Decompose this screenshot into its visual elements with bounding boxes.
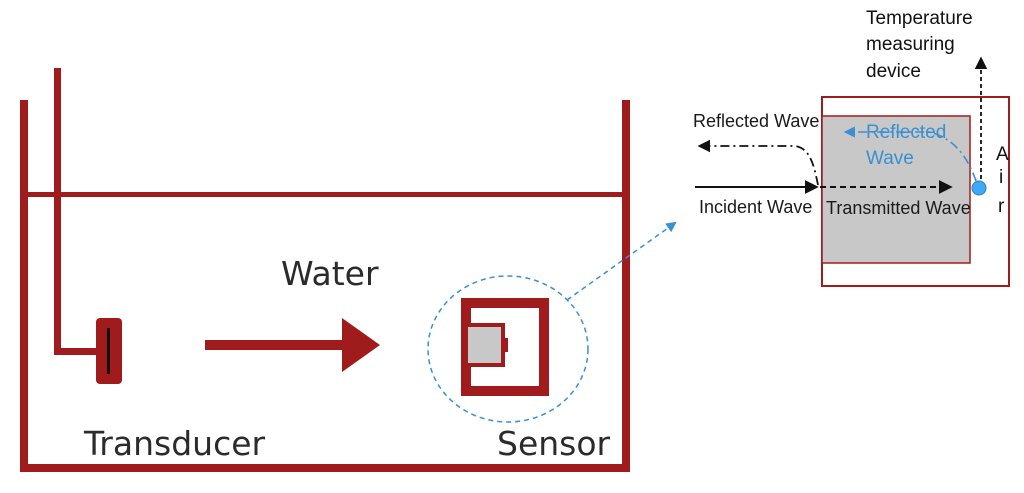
tank-bottom <box>20 464 630 472</box>
sensor-tip <box>503 338 508 352</box>
temperature-device-label-line2: measuring <box>866 34 955 55</box>
transducer-mount <box>54 68 100 355</box>
sensor-zoom-circle <box>427 275 589 423</box>
water-tank <box>20 100 630 472</box>
propagation-arrow-head <box>342 318 380 372</box>
tank-right-wall <box>622 100 630 472</box>
temperature-device-label-line1: Temperature <box>866 8 973 29</box>
sensor <box>461 298 549 396</box>
reflected-wave-inner-arrow <box>843 126 977 182</box>
air-label-a: A <box>996 144 1009 165</box>
transmitted-wave-label: Transmitted Wave <box>826 198 971 218</box>
transducer-label: Transducer <box>83 424 266 463</box>
water-surface-line <box>28 192 622 197</box>
air-label-r: r <box>998 196 1005 217</box>
propagation-arrow-shaft <box>205 340 345 350</box>
mount-rod-vertical <box>54 68 61 355</box>
temperature-device-label-line3: device <box>866 61 921 82</box>
sensor-element <box>464 323 505 367</box>
sensor-label: Sensor <box>497 424 611 463</box>
reflected-wave-inner-label-line2: Wave <box>866 148 914 169</box>
mount-rod-horizontal <box>54 348 100 355</box>
incident-wave-label: Incident Wave <box>699 197 812 217</box>
water-label: Water <box>281 254 379 293</box>
propagation-arrow <box>205 318 380 372</box>
temperature-probe <box>971 180 987 196</box>
transducer-element <box>107 328 110 374</box>
reflected-wave-inner-label-line1: Reflected <box>866 122 946 143</box>
reflected-wave-outer-arrow <box>697 139 819 186</box>
reflected-wave-outer-label: Reflected Wave <box>693 111 819 131</box>
transducer <box>96 318 122 384</box>
zoom-link-arrow <box>566 221 677 301</box>
air-label-i: i <box>999 167 1003 188</box>
tank-left-wall <box>20 100 28 472</box>
